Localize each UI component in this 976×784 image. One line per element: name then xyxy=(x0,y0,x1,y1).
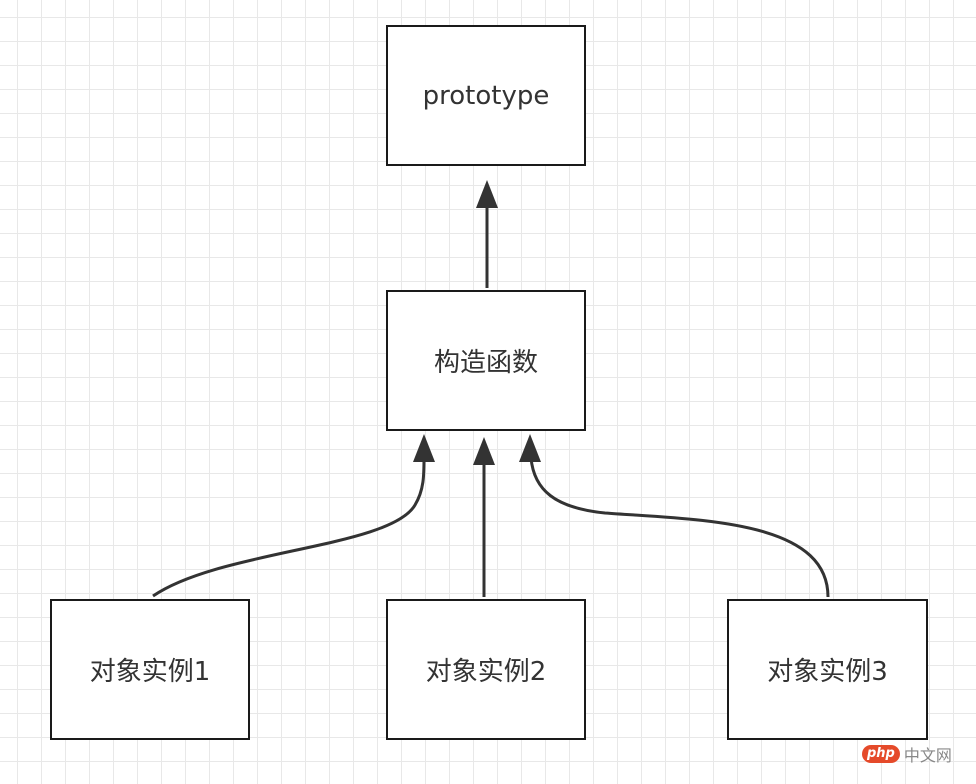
constructor-label: 构造函数 xyxy=(433,348,538,378)
constructor-box: 构造函数 xyxy=(386,290,586,431)
instance-box-1: 对象实例1 xyxy=(50,599,250,740)
instance-box-3: 对象实例3 xyxy=(727,599,928,740)
edge-instance3-to-constructor xyxy=(529,457,830,598)
instance-label-3: 对象实例3 xyxy=(767,657,888,687)
instance-label-2: 对象实例2 xyxy=(425,657,547,687)
arrowhead-from-instance3 xyxy=(519,434,541,462)
prototype-label: prototype xyxy=(422,80,550,111)
instance-box-2: 对象实例2 xyxy=(386,599,586,740)
instance-label-1: 对象实例1 xyxy=(89,657,211,687)
edge-instance1-to-constructor xyxy=(152,457,426,598)
arrowhead-from-instance1 xyxy=(413,434,435,462)
prototype-box: prototype xyxy=(386,25,586,166)
watermark: php 中文网 xyxy=(862,742,952,766)
arrowhead-prototype xyxy=(476,180,498,208)
arrowhead-from-instance2 xyxy=(473,437,495,465)
watermark-badge: php xyxy=(862,745,900,763)
watermark-text: 中文网 xyxy=(903,746,952,765)
